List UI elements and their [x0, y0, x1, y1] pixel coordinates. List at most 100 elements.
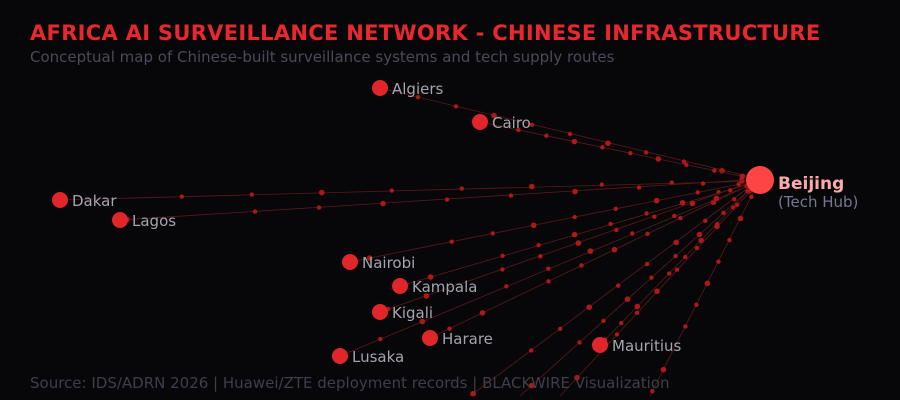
data-packet [674, 267, 680, 272]
node-label: Algiers [392, 80, 444, 98]
data-packet [678, 215, 683, 221]
data-packet [470, 390, 476, 397]
data-packet [704, 280, 711, 287]
data-packet [378, 336, 383, 342]
data-packet [577, 340, 582, 345]
beijing-hub-marker [746, 166, 774, 194]
route-offscreen-3 [649, 178, 761, 397]
route-kampala [399, 180, 761, 287]
data-packet [684, 162, 689, 167]
data-packet [736, 182, 741, 187]
data-packet [634, 303, 641, 310]
node-label: Nairobi [362, 254, 415, 272]
route-offscreen-1 [519, 179, 761, 397]
node-lusaka: Lusaka [332, 348, 404, 366]
node-marker [52, 192, 68, 208]
data-packet [696, 231, 703, 238]
node-dakar: Dakar [52, 192, 117, 210]
data-packet [636, 185, 642, 190]
data-packet [423, 293, 430, 299]
data-packet [459, 186, 464, 191]
node-marker [472, 114, 488, 130]
data-packet [716, 259, 721, 264]
data-packet [491, 112, 497, 119]
data-packet [653, 197, 660, 204]
data-packet [544, 133, 549, 138]
data-packet [673, 253, 678, 259]
data-packet [572, 188, 578, 195]
data-packet [615, 283, 621, 288]
data-packet [366, 255, 373, 261]
data-packet [749, 194, 754, 200]
data-packet [571, 231, 578, 238]
data-packet [660, 366, 667, 373]
data-packet [500, 253, 505, 258]
data-packet [630, 231, 635, 236]
data-packet [490, 231, 495, 236]
data-packet [546, 279, 551, 284]
node-marker [422, 330, 438, 346]
data-packet [702, 218, 708, 224]
data-packet [538, 254, 543, 259]
data-packet [567, 131, 573, 137]
page-subtitle: Conceptual map of Chinese-built surveill… [30, 48, 615, 66]
node-label: Dakar [72, 192, 117, 210]
data-packet [745, 189, 750, 194]
source-footer: Source: IDS/ADRN 2026 | Huawei/ZTE deplo… [30, 374, 670, 392]
data-packet [536, 242, 541, 248]
data-packet [508, 193, 514, 198]
data-packet [504, 284, 509, 289]
data-packet [614, 227, 619, 233]
data-packet [734, 202, 740, 208]
data-packet [587, 248, 594, 254]
node-label: Kampala [412, 278, 477, 296]
data-packet [614, 332, 620, 337]
data-packet [713, 195, 720, 202]
data-packet [681, 159, 687, 164]
data-packet [649, 275, 654, 280]
node-kigali: Kigali [372, 304, 433, 322]
data-packet [727, 237, 732, 243]
data-packet [575, 240, 582, 246]
data-packet [628, 150, 633, 156]
node-label: Lagos [132, 212, 176, 230]
node-marker [392, 278, 408, 294]
data-packet [619, 320, 624, 326]
data-packet [605, 140, 611, 146]
node-harare: Harare [422, 330, 493, 348]
route-lagos [119, 178, 761, 221]
data-packet [599, 182, 604, 187]
data-packet [252, 209, 258, 214]
data-packet [643, 150, 649, 155]
data-packet [453, 104, 459, 109]
data-packet [695, 190, 700, 195]
data-packet [698, 237, 705, 244]
data-packet [528, 348, 534, 353]
node-algiers: Algiers [372, 80, 444, 98]
data-packet [731, 197, 737, 202]
data-packet [611, 246, 618, 253]
data-packet [529, 183, 535, 190]
data-packet [694, 302, 699, 308]
data-packet [644, 261, 650, 267]
data-packet [673, 239, 679, 246]
node-label: Lusaka [352, 348, 404, 366]
data-packet [650, 389, 655, 394]
data-packet [479, 310, 486, 316]
data-packet [319, 189, 325, 196]
data-packet [316, 205, 322, 210]
data-packet [689, 200, 696, 207]
data-packet [427, 274, 434, 280]
data-packet [447, 326, 452, 331]
data-packet [500, 267, 505, 272]
data-packet [449, 239, 454, 244]
data-packet [737, 215, 744, 222]
city-nodes: AlgiersCairoDakarLagosNairobiKampalaKiga… [52, 80, 682, 366]
node-marker [332, 348, 348, 364]
data-packet [546, 266, 551, 271]
data-packet [586, 304, 592, 311]
node-label: Mauritius [612, 337, 682, 355]
node-marker [592, 337, 608, 353]
node-label: Cairo [492, 114, 531, 132]
data-packet [530, 222, 537, 229]
